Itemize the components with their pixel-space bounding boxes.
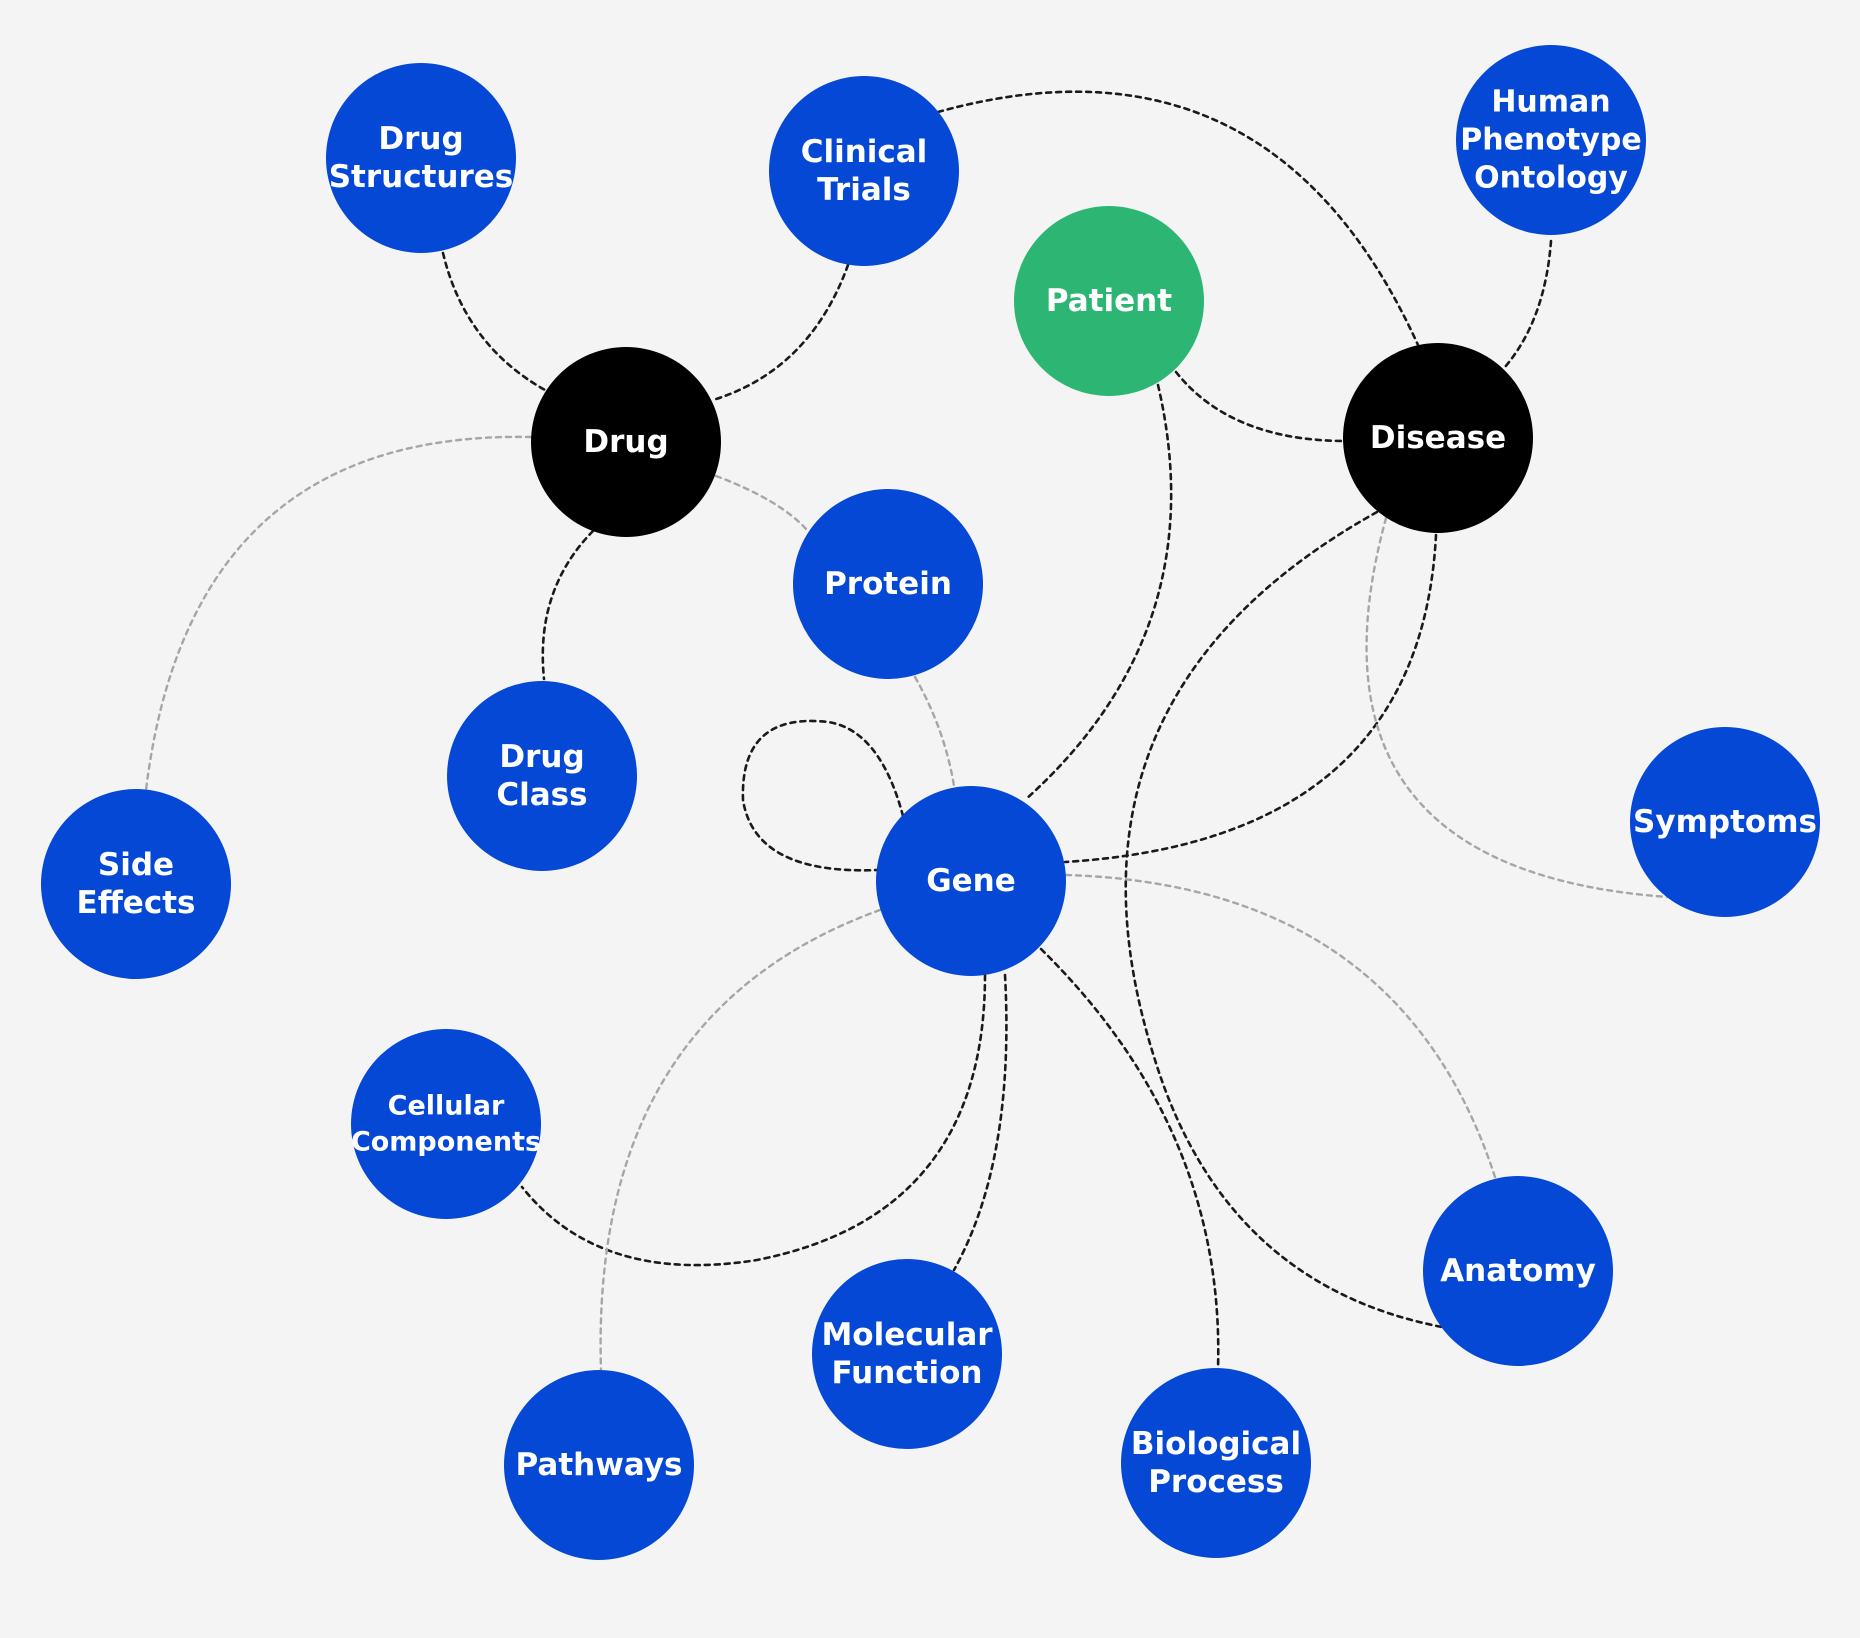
node-circle-disease	[1343, 343, 1533, 533]
node-label-side-effects-line-1: Side	[98, 847, 174, 883]
node-label-cellular-components-line-1: Cellular	[388, 1091, 505, 1122]
edge-drug-to-protein	[714, 474, 809, 532]
node-label-biological-process-line-1: Biological	[1131, 1426, 1301, 1462]
node-circle-side-effects	[41, 789, 231, 979]
edge-drug-structures-to-drug	[441, 251, 547, 392]
node-gene: Gene	[876, 786, 1066, 976]
node-label-clinical-trials-line-2: Trials	[817, 172, 911, 208]
edge-patient-to-disease	[1174, 370, 1345, 443]
node-circle-protein	[793, 489, 983, 679]
node-circle-gene	[876, 786, 1066, 976]
node-symptoms: Symptoms	[1630, 727, 1820, 917]
edge-gene-to-pathways	[599, 908, 882, 1372]
node-label-human-phenotype-ontology-line-1: Human	[1491, 85, 1610, 120]
node-label-drug-class-line-2: Class	[496, 777, 587, 813]
node-circle-biological-process	[1121, 1368, 1311, 1558]
node-label-human-phenotype-ontology-line-2: Phenotype	[1460, 123, 1641, 158]
edge-gene-to-molecular-function	[952, 973, 1008, 1272]
edge-disease-to-gene	[1063, 533, 1438, 864]
edge-protein-to-gene	[913, 675, 956, 788]
node-circle-symptoms	[1630, 727, 1820, 917]
node-label-side-effects-line-2: Effects	[77, 885, 196, 921]
node-label-symptoms: Symptoms	[1633, 804, 1817, 840]
node-circle-anatomy	[1423, 1176, 1613, 1366]
node-drug: Drug	[531, 347, 721, 537]
node-protein: Protein	[793, 489, 983, 679]
node-label-clinical-trials-line-1: Clinical	[801, 134, 928, 170]
node-circle-drug-structures	[326, 63, 516, 253]
node-pathways: Pathways	[504, 1370, 694, 1560]
edge-gene-to-biological-process	[1039, 947, 1220, 1370]
node-patient: Patient	[1014, 206, 1204, 396]
edge-disease-to-anatomy	[1124, 510, 1444, 1329]
node-label-drug: Drug	[583, 424, 668, 460]
node-label-pathways: Pathways	[516, 1447, 683, 1483]
node-anatomy: Anatomy	[1423, 1176, 1613, 1366]
edge-gene-to-gene	[741, 719, 905, 872]
node-label-anatomy: Anatomy	[1440, 1253, 1596, 1289]
node-label-molecular-function-line-2: Function	[832, 1355, 983, 1391]
node-circle-drug-class	[447, 681, 637, 871]
edge-drug-to-drug-class	[541, 529, 595, 681]
edge-human-phenotype-ontology-to-disease	[1503, 239, 1553, 369]
node-label-molecular-function-line-1: Molecular	[821, 1317, 993, 1353]
edge-disease-to-symptoms	[1365, 516, 1670, 899]
node-label-protein: Protein	[824, 566, 952, 602]
node-label-cellular-components-line-2: Components	[351, 1127, 541, 1158]
node-label-patient: Patient	[1046, 283, 1172, 319]
node-circle-pathways	[504, 1370, 694, 1560]
node-label-drug-structures-line-2: Structures	[329, 159, 514, 195]
node-circle-molecular-function	[812, 1259, 1002, 1449]
edges-layer	[144, 90, 1670, 1372]
node-label-drug-class-line-1: Drug	[499, 739, 584, 775]
edge-patient-to-gene	[1023, 383, 1173, 802]
node-disease: Disease	[1343, 343, 1533, 533]
node-label-drug-structures-line-1: Drug	[378, 121, 463, 157]
edge-clinical-trials-to-disease	[936, 90, 1420, 347]
nodes-layer: DrugStructuresClinicalTrialsHumanPhenoty…	[41, 45, 1820, 1560]
node-label-disease: Disease	[1370, 420, 1506, 456]
node-circle-clinical-trials	[769, 76, 959, 266]
node-circle-cellular-components	[351, 1029, 541, 1219]
edge-drug-to-side-effects	[144, 435, 533, 792]
node-circle-patient	[1014, 206, 1204, 396]
edge-clinical-trials-to-drug	[711, 263, 850, 402]
node-label-gene: Gene	[926, 863, 1016, 899]
node-circle-drug	[531, 347, 721, 537]
edge-gene-to-anatomy	[1064, 873, 1497, 1179]
node-label-biological-process-line-2: Process	[1148, 1464, 1284, 1500]
node-label-human-phenotype-ontology-line-3: Ontology	[1474, 161, 1628, 196]
edge-gene-to-cellular-components	[520, 973, 987, 1267]
node-circle-human-phenotype-ontology	[1456, 45, 1646, 235]
